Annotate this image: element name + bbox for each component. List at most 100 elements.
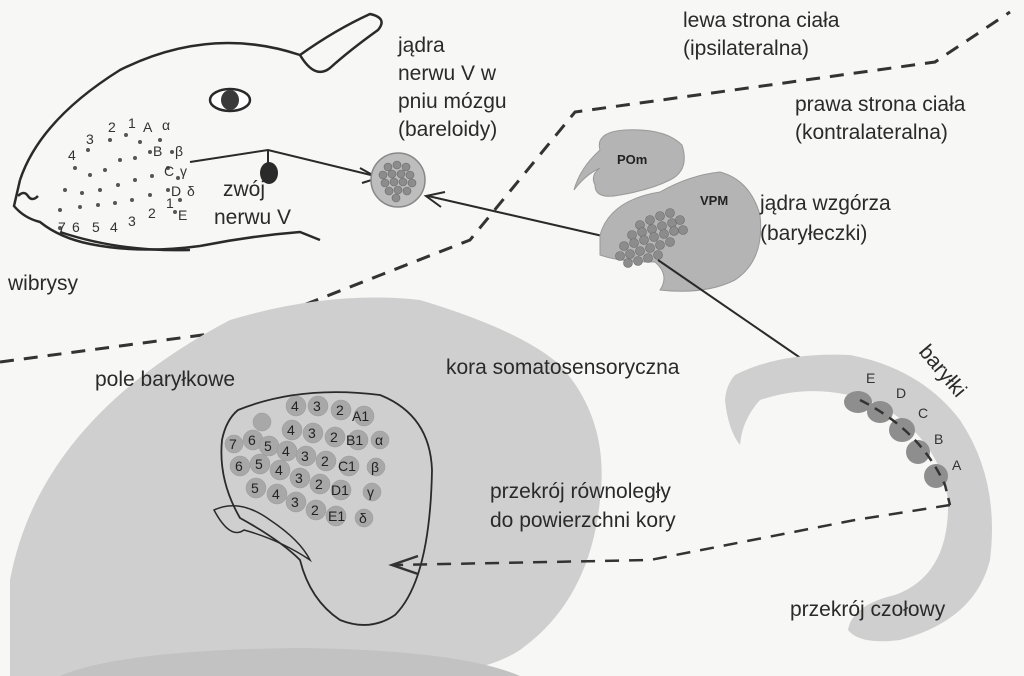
barrel-label: 3	[313, 398, 321, 414]
whisker-num: 7	[58, 219, 66, 235]
whisker-greek: γ	[180, 163, 187, 179]
left-side-label: lewa strona ciała (ipsilateralna)	[683, 9, 840, 60]
ganglion-node	[260, 162, 278, 184]
brainstem-bareloids	[370, 152, 426, 208]
pom-label: POm	[617, 152, 647, 167]
barrel-field-label: pole baryłkowe	[95, 368, 235, 391]
whisker-row-D: D	[171, 183, 181, 199]
coronal-letter: D	[896, 385, 906, 401]
barrel-greek: α	[375, 432, 383, 448]
barrel-label: 6	[235, 458, 243, 474]
barrel-greek: δ	[359, 510, 367, 526]
ganglion-line2: nerwu V	[214, 206, 291, 229]
barrel-circles	[224, 395, 390, 528]
whisker-row-E: E	[178, 207, 187, 223]
whisker-pad-dots	[58, 133, 182, 230]
barrel-label: 6	[248, 432, 256, 448]
whisker-top-numbers: 4 3 2 1	[68, 115, 136, 163]
barrel-label: B1	[346, 432, 363, 448]
whisker-num: 1	[166, 195, 174, 211]
rat-head	[12, 12, 383, 252]
coronal-letter: C	[918, 405, 928, 421]
barrel-greek-labels: α β γ δ	[359, 432, 383, 526]
cortex-hemisphere	[10, 297, 602, 676]
coronal-section-label: przekrój czołowy	[790, 598, 946, 621]
whisker-num: 4	[110, 219, 118, 235]
whisker-num: 2	[108, 119, 116, 135]
whisker-num: 2	[148, 205, 156, 221]
right-side-line1: prawa strona ciała	[795, 93, 966, 116]
whisker-num: 4	[68, 147, 76, 163]
ganglion-line1: zwój	[223, 178, 265, 201]
barrel-label: 3	[291, 494, 299, 510]
left-side-line1: lewa strona ciała	[683, 9, 840, 32]
whisker-num: 3	[86, 131, 94, 147]
barrel-row-D: 7 6 5 4 3 2 D1	[229, 436, 349, 498]
barrel-label: D1	[331, 482, 349, 498]
barrel-label: 5	[264, 438, 272, 454]
barrel-label: 4	[291, 398, 299, 414]
brainstem-label: jądra nerwu V w pniu mózgu (bareloidy)	[397, 34, 507, 141]
vpm-label: VPM	[700, 193, 728, 208]
barrel-label: 4	[287, 422, 295, 438]
whisker-num: 1	[128, 115, 136, 131]
whisker-greek: α	[162, 117, 170, 133]
barrel-label: 3	[301, 448, 309, 464]
cortex-shadow	[60, 648, 520, 676]
barrel-row-E: 5 4 3 2 E1	[251, 480, 345, 524]
barrel-label: 3	[308, 425, 316, 441]
barrel-label: 3	[295, 470, 303, 486]
brainstem-to-thalamus-arrow	[423, 191, 621, 241]
parallel-section-line2: do powierzchni kory	[490, 509, 676, 532]
barrel-label: 5	[251, 480, 259, 496]
whisker-row-B: B	[153, 143, 162, 159]
brainstem-line4: (bareloidy)	[398, 118, 497, 141]
barrel-label: 4	[272, 486, 280, 502]
barrel-label: 2	[321, 453, 329, 469]
right-side-label: prawa strona ciała (kontralateralna)	[795, 93, 966, 144]
whisker-num: 5	[92, 219, 100, 235]
barrel-label: A1	[352, 408, 369, 424]
cortex-label: kora somatosensoryczna	[446, 356, 680, 379]
left-side-line2: (ipsilateralna)	[683, 37, 809, 60]
whisker-greek: β	[175, 143, 183, 159]
barrel-row-C: 6 5 4 3 2 C1	[248, 432, 356, 474]
barreloids-thalamus	[615, 208, 688, 268]
barrel-label: E1	[328, 508, 345, 524]
thalamus-line2: (baryłeczki)	[760, 222, 867, 245]
brainstem-line3: pniu mózgu	[398, 90, 507, 113]
thalamus: POm VPM	[573, 129, 762, 292]
whisker-num: 6	[72, 219, 80, 235]
whiskers-label: wibrysy	[7, 272, 79, 295]
section-dashed-arrow	[388, 503, 951, 576]
barrel-label: 2	[330, 429, 338, 445]
whisker-bottom-numbers: 7 6 5 4 3 2 1	[58, 195, 174, 235]
barrel-greek: γ	[367, 484, 374, 500]
barrel-row-A: 4 3 2 A1	[291, 398, 369, 424]
parallel-section-label: przekrój równoległy do powierzchni kory	[490, 480, 676, 532]
whisker-greek-letters: α β γ δ	[162, 117, 195, 199]
barrel-field	[212, 391, 433, 626]
whisker-num: 3	[128, 213, 136, 229]
pom-nucleus	[573, 129, 685, 197]
coronal-section-band	[725, 354, 992, 642]
coronal-letters: E D C B A	[866, 370, 962, 473]
thalamus-label: jądra wzgórza (baryłeczki)	[759, 192, 891, 245]
brainstem-line1: jądra	[397, 34, 445, 57]
whisker-greek: δ	[187, 183, 195, 199]
barrel-row-B: 4 3 2 B1	[287, 422, 363, 448]
barrel-label: 4	[282, 443, 290, 459]
barrel-label: 2	[311, 502, 319, 518]
whisker-row-letters: A B C D E	[143, 119, 187, 223]
whisker-row-C: C	[164, 163, 174, 179]
brainstem-line2: nerwu V w	[398, 62, 497, 85]
trigeminal-nerve	[189, 148, 381, 184]
rat-eye	[208, 87, 252, 113]
parallel-section-line1: przekrój równoległy	[490, 480, 671, 503]
right-side-line2: (kontralateralna)	[795, 121, 948, 144]
barrel-label: 5	[255, 456, 263, 472]
coronal-letter: A	[952, 457, 962, 473]
coronal-letter: E	[866, 370, 875, 386]
